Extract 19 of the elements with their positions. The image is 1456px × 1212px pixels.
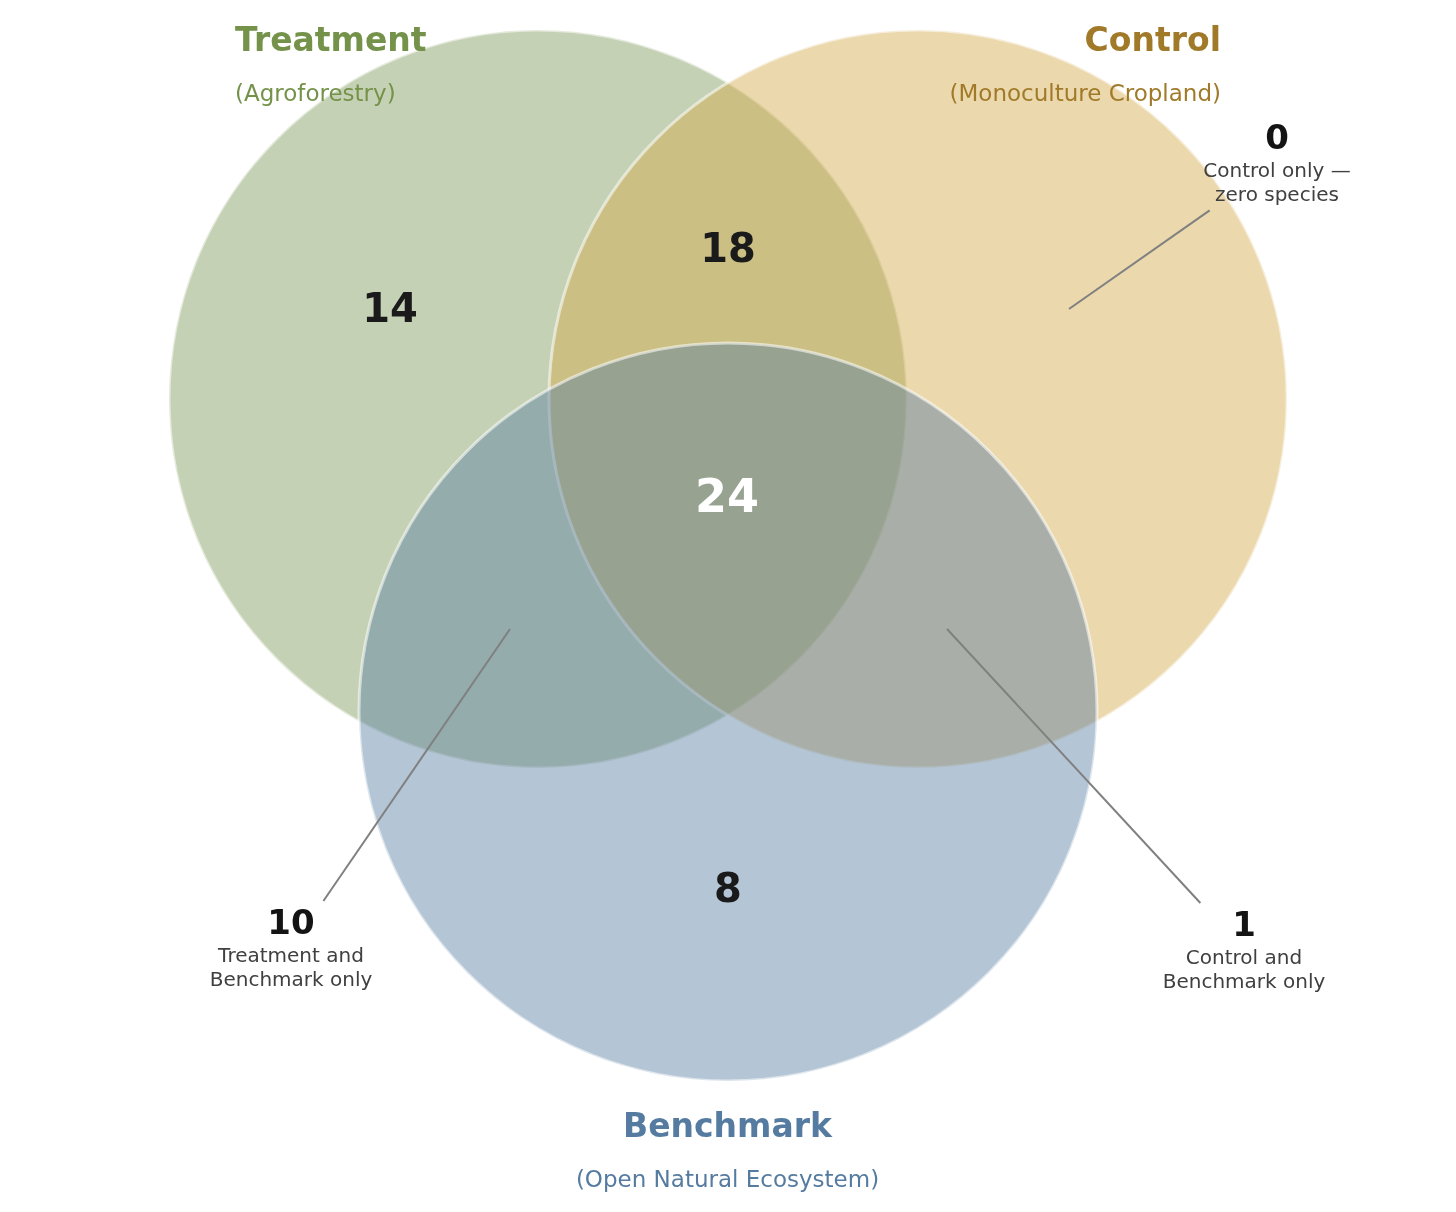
set-title: Control	[1084, 20, 1221, 60]
callout-number: 1	[1232, 906, 1256, 944]
set-title: Benchmark	[623, 1106, 832, 1146]
region-count: 14	[362, 288, 418, 328]
region-count: 8	[714, 868, 742, 908]
callout-text: Control and Benchmark only	[1161, 945, 1327, 994]
set-subtitle: (Monoculture Cropland)	[949, 79, 1221, 108]
leader-line	[322, 628, 511, 902]
leader-line	[1068, 209, 1211, 310]
callout-text: Treatment and Benchmark only	[208, 943, 374, 992]
region-count: 18	[700, 228, 756, 268]
region-count: 24	[695, 473, 759, 519]
callout-text: Control only — zero species	[1202, 158, 1352, 207]
callout-number: 0	[1265, 119, 1289, 157]
callout-number: 10	[267, 904, 315, 942]
set-subtitle: (Agroforestry)	[235, 79, 396, 108]
leader-line	[946, 628, 1202, 904]
set-subtitle: (Open Natural Ecosystem)	[575, 1165, 880, 1194]
set-title: Treatment	[235, 20, 427, 60]
